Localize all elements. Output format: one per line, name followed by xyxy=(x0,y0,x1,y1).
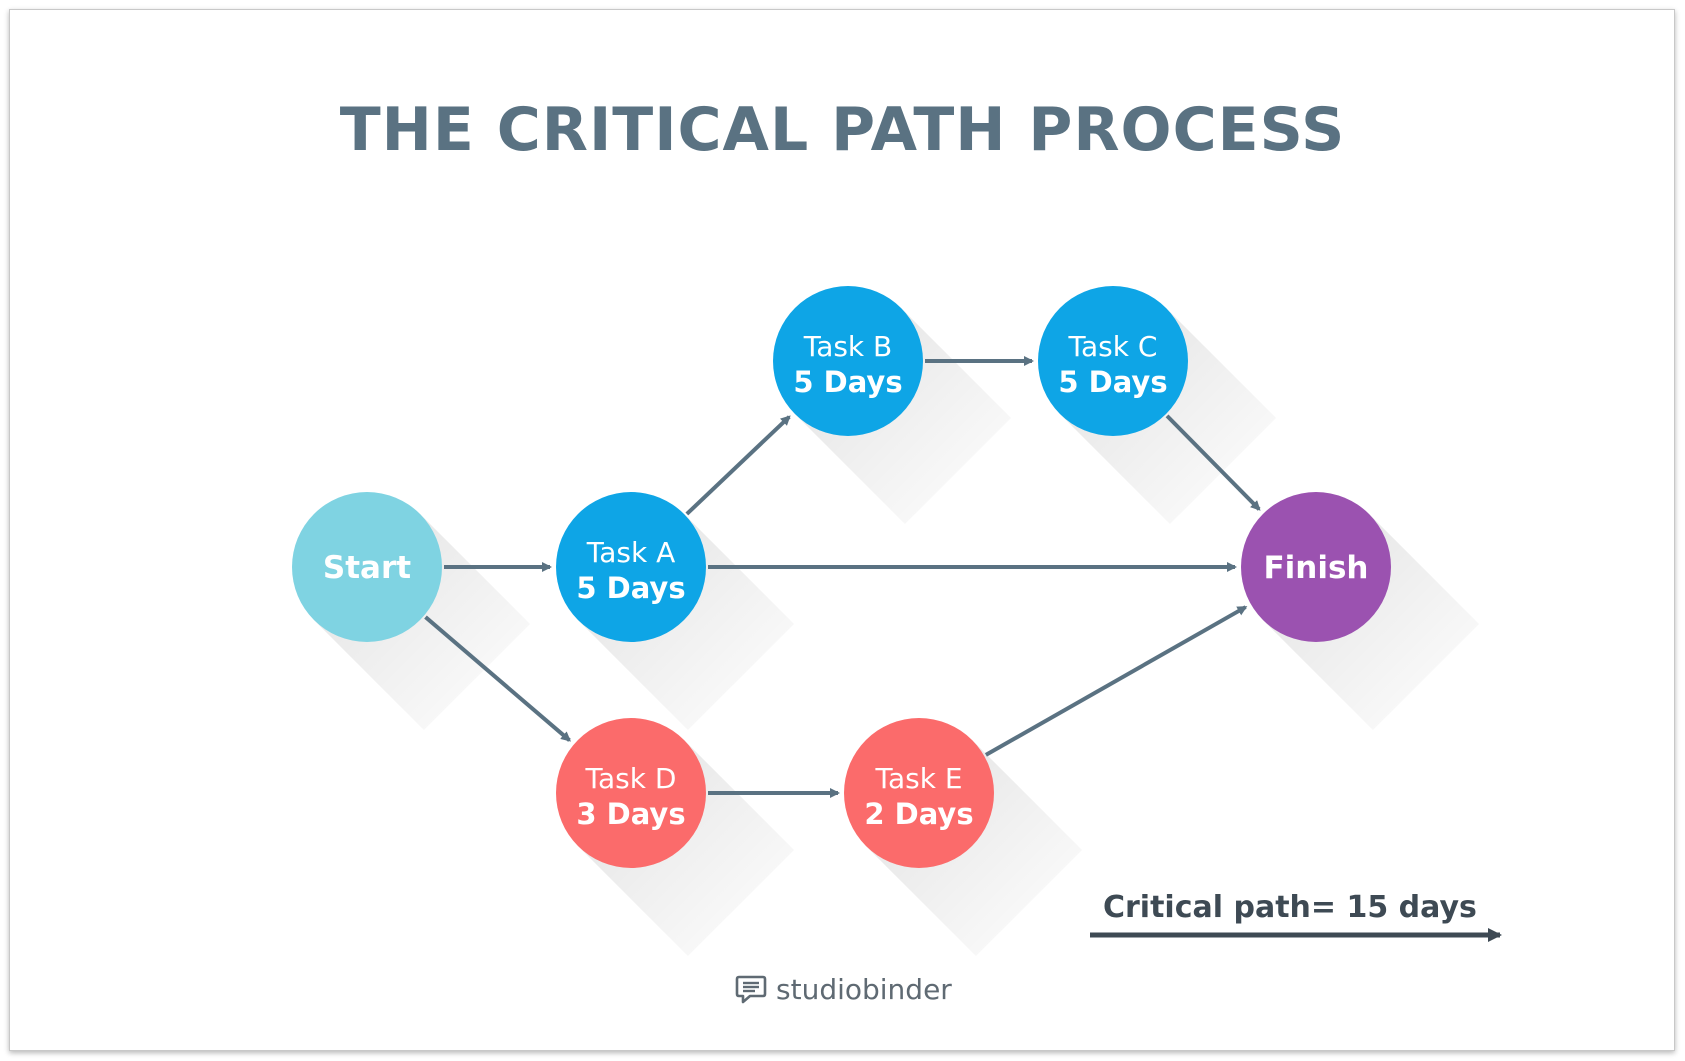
edges xyxy=(424,356,1261,798)
edge-c-to-finish xyxy=(1165,414,1261,511)
node-name-c: Task C xyxy=(1068,330,1158,363)
node-circle-d xyxy=(556,718,706,868)
node-start: Start xyxy=(292,492,442,642)
speech-bubble-icon xyxy=(735,975,767,1004)
node-name-a: Task A xyxy=(586,536,675,569)
edge-e-to-finish xyxy=(984,605,1248,757)
node-b: Task B5 Days xyxy=(773,286,923,436)
node-days-d: 3 Days xyxy=(576,797,685,831)
node-name-d: Task D xyxy=(585,762,677,795)
node-circle-start xyxy=(292,492,442,642)
node-circle-finish xyxy=(1241,492,1391,642)
edge-start-to-d xyxy=(424,615,571,742)
brand-logo: studiobinder xyxy=(734,972,952,1006)
node-name-b: Task B xyxy=(803,330,893,363)
page-title: THE CRITICAL PATH PROCESS xyxy=(339,95,1346,165)
node-circle-c xyxy=(1038,286,1188,436)
node-circle-e xyxy=(844,718,994,868)
node-days-c: 5 Days xyxy=(1058,365,1167,399)
node-name-e: Task E xyxy=(874,762,962,795)
node-days-e: 2 Days xyxy=(864,797,973,831)
node-a: Task A5 Days xyxy=(556,492,706,642)
node-days-a: 5 Days xyxy=(576,571,685,605)
node-e: Task E2 Days xyxy=(844,718,994,868)
node-circle-b xyxy=(773,286,923,436)
node-name-start: Start xyxy=(323,550,411,586)
node-circle-a xyxy=(556,492,706,642)
critical-path-label: Critical path= 15 days xyxy=(1103,890,1477,925)
node-name-finish: Finish xyxy=(1263,550,1368,586)
brand-name: studiobinder xyxy=(776,972,952,1006)
node-c: Task C5 Days xyxy=(1038,286,1188,436)
node-days-b: 5 Days xyxy=(793,365,902,399)
node-d: Task D3 Days xyxy=(556,718,706,868)
node-finish: Finish xyxy=(1241,492,1391,642)
edge-a-to-b xyxy=(685,415,791,516)
diagram-frame xyxy=(9,9,1675,1051)
